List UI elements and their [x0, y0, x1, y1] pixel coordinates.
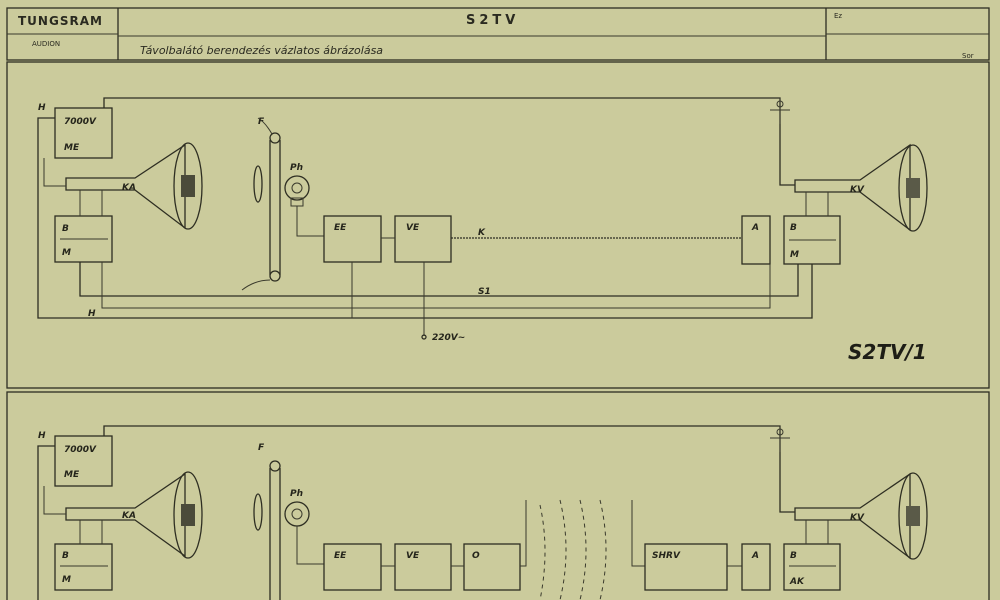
wire-h-left-label: H — [88, 309, 96, 319]
shrv-label: SHRV — [652, 551, 681, 561]
ee-box-2 — [323, 543, 382, 591]
me-voltage-label-2: 7000V — [64, 445, 97, 455]
me-box — [54, 107, 113, 159]
tube-ka-label-2: KA — [122, 511, 136, 521]
drawing-title: Távolbalátó berendezés vázlatos ábrázolá… — [140, 44, 384, 57]
ve-box-2 — [394, 543, 452, 591]
a-label-2: A — [751, 551, 759, 561]
drawing-code: S2TV — [466, 13, 520, 28]
photocell-label-2: Ph — [290, 489, 303, 499]
block-m-label: M — [62, 248, 71, 258]
wire-h-label-2: H — [38, 431, 46, 441]
tube-kv-label-2: KV — [850, 513, 865, 523]
title-block — [6, 7, 990, 61]
o-box — [463, 543, 521, 591]
frame-diagram-1 — [6, 61, 990, 389]
block-b-label-2r: B — [790, 551, 797, 561]
top-wire — [103, 97, 795, 186]
radio-waves — [539, 504, 546, 600]
wire-s1-label: S1 — [478, 287, 491, 297]
photocell-label: Ph — [290, 163, 303, 173]
frame-diagram-2 — [6, 391, 990, 600]
ee-label: EE — [334, 223, 347, 233]
block-b-label-2: B — [62, 551, 69, 561]
a-box-2 — [741, 543, 771, 591]
photocell-2 — [284, 501, 310, 527]
o-label: O — [472, 551, 480, 561]
mains-label: 220V~ — [432, 333, 465, 343]
tube-ka-screen — [181, 175, 195, 197]
lens-f-label: F — [258, 117, 265, 127]
diagram-2: 7000V ME H KA B M F Ph EE VE O SHRV — [37, 425, 928, 600]
block-m-label-2: M — [62, 575, 71, 585]
block-ak-label: AK — [789, 577, 805, 587]
tube-ka-label: KA — [122, 183, 136, 193]
ve-label: VE — [406, 223, 420, 233]
wire-s1 — [79, 262, 799, 297]
sheet-mark: S2TV/1 — [848, 340, 927, 364]
me-label-2: ME — [64, 470, 80, 480]
me-box-2 — [54, 435, 113, 487]
bm-box-2 — [54, 543, 113, 591]
ee-box — [323, 215, 382, 263]
me-label: ME — [64, 143, 80, 153]
lens — [253, 165, 263, 203]
shrv-box — [644, 543, 728, 591]
tube-kv-label: KV — [850, 185, 865, 195]
block-b-label: B — [62, 224, 69, 234]
block-b-right-label: B — [790, 223, 797, 233]
brand-label: TUNGSRAM — [18, 14, 103, 28]
a-box — [741, 215, 771, 265]
title-field-bottom: Sor — [962, 52, 974, 60]
wire-h-loop — [37, 117, 813, 319]
bak-box — [783, 543, 841, 591]
photocell — [284, 175, 310, 201]
brand-sub-label: AUDION — [32, 40, 61, 48]
lens-f-label-2: F — [258, 443, 265, 453]
me-voltage-label: 7000V — [64, 117, 97, 127]
tube-kv-screen — [906, 178, 920, 198]
diagram-1: 7000V ME H KA B M F Ph EE VE K — [37, 97, 928, 343]
title-field-top: Ez — [834, 12, 843, 20]
wire-h-top-label: H — [38, 103, 46, 113]
wire-k-label: K — [478, 228, 486, 238]
tube-ka-2 — [65, 472, 186, 558]
block-m-right-label: M — [790, 250, 799, 260]
ve-box — [394, 215, 452, 263]
ve-label-2: VE — [406, 551, 420, 561]
bm-box — [54, 215, 113, 263]
a-label: A — [751, 223, 759, 233]
ee-label-2: EE — [334, 551, 347, 561]
